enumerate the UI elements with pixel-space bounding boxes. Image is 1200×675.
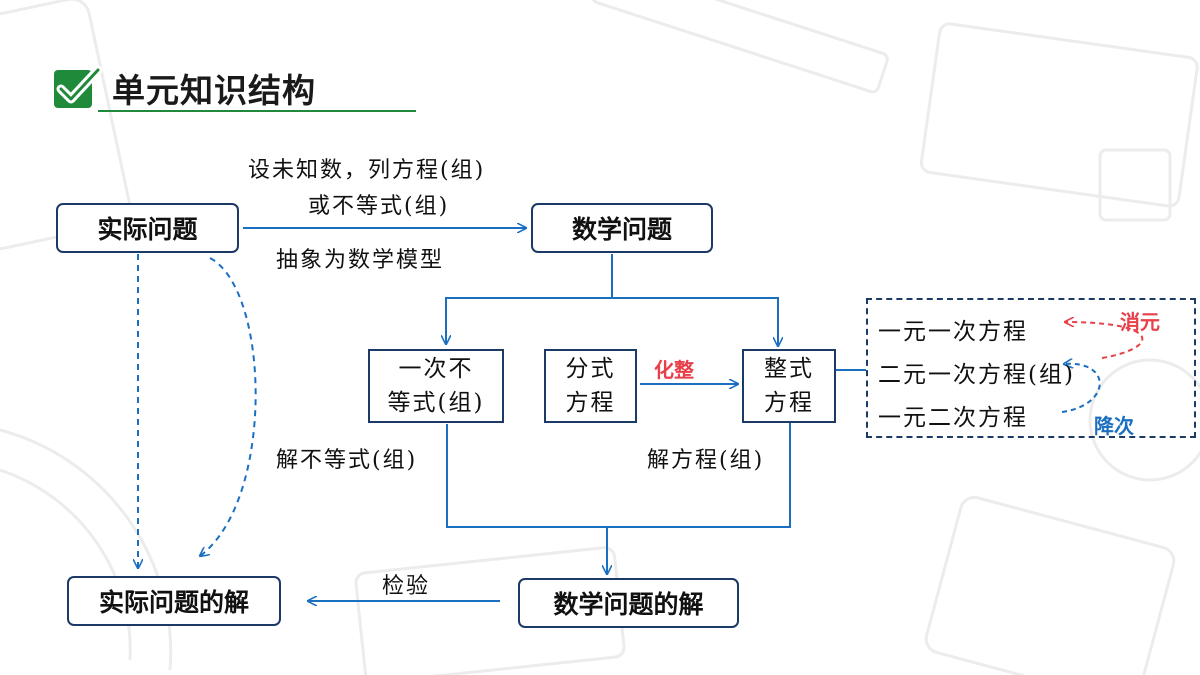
equation-linear-one: 一元一次方程 <box>878 319 1028 345</box>
node-fraction-equation: 分式 方程 <box>544 349 637 423</box>
equation-quadratic: 一元二次方程 <box>878 405 1028 431</box>
label-reduce-degree: 降次 <box>1094 414 1134 438</box>
node-integral-equation-line2: 方程 <box>764 390 814 416</box>
node-linear-inequality-line2: 等式(组) <box>387 390 485 416</box>
node-linear-inequality-line1: 一次不 <box>398 356 474 382</box>
title-underline <box>98 110 416 112</box>
label-model-bottom: 抽象为数学模型 <box>276 248 445 273</box>
section-header: 单元知识结构 <box>52 60 416 112</box>
label-eliminate: 消元 <box>1120 310 1160 334</box>
node-math-solution: 数学问题的解 <box>518 578 739 628</box>
node-fraction-equation-line2: 方程 <box>565 390 616 416</box>
label-model-top1: 设未知数，列方程(组) <box>248 158 486 183</box>
node-real-solution: 实际问题的解 <box>67 576 281 626</box>
node-integral-equation-line1: 整式 <box>764 356 814 382</box>
node-real-problem: 实际问题 <box>56 203 239 253</box>
equation-linear-two: 二元一次方程(组) <box>878 362 1075 388</box>
node-math-problem: 数学问题 <box>531 203 713 253</box>
checkmark-icon <box>54 65 103 108</box>
node-integral-equation: 整式 方程 <box>742 349 836 423</box>
equation-types-box <box>866 298 1196 438</box>
page-title: 单元知识结构 <box>112 71 316 110</box>
label-solve-equation: 解方程(组) <box>647 448 765 473</box>
label-model-top2: 或不等式(组) <box>308 194 450 219</box>
label-solve-inequality: 解不等式(组) <box>276 448 418 473</box>
label-simplify: 化整 <box>654 358 694 382</box>
node-linear-inequality: 一次不 等式(组) <box>368 349 504 423</box>
node-fraction-equation-line1: 分式 <box>565 356 616 382</box>
label-verify: 检验 <box>382 574 431 599</box>
